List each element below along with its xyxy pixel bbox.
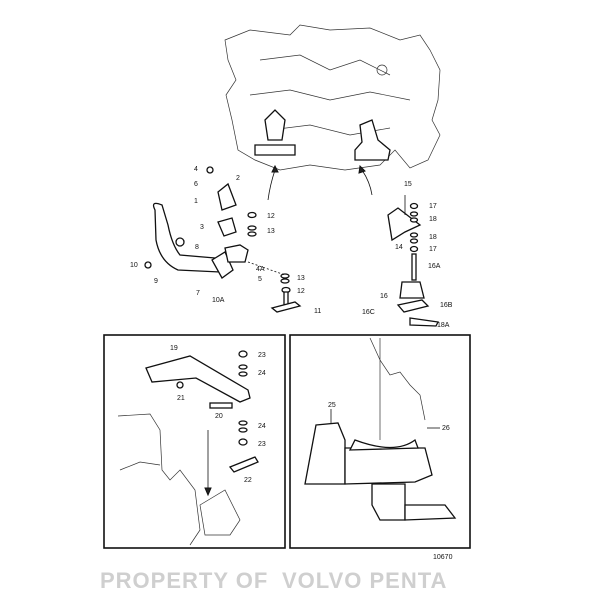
callout-23: 23 bbox=[258, 352, 266, 359]
callout-5: 5 bbox=[258, 276, 262, 283]
callout-16b: 16B bbox=[440, 302, 453, 309]
callout-2: 2 bbox=[236, 175, 240, 182]
callout-24b: 24 bbox=[258, 423, 266, 430]
callout-1: 1 bbox=[194, 198, 198, 205]
callout-9: 9 bbox=[154, 278, 158, 285]
callout-23b: 23 bbox=[258, 441, 266, 448]
callout-6: 6 bbox=[194, 181, 198, 188]
arrow-left-mount bbox=[267, 169, 276, 201]
callout-13b: 13 bbox=[297, 275, 305, 282]
callout-17: 17 bbox=[429, 203, 437, 210]
callout-16a: 16A bbox=[428, 263, 441, 270]
callout-10: 10 bbox=[130, 262, 138, 269]
callout-16: 16 bbox=[380, 293, 388, 300]
rear-mount-assembly bbox=[387, 195, 439, 327]
inset-frame-right bbox=[289, 334, 471, 549]
callout-17b: 17 bbox=[429, 246, 437, 253]
arrow-right-mount bbox=[361, 169, 373, 196]
callout-20: 20 bbox=[215, 413, 223, 420]
watermark-line1: PROPERTY OF bbox=[100, 568, 268, 593]
front-mount-assembly bbox=[144, 166, 302, 313]
inset-left-bracket: 19 23 24 21 20 24 23 22 bbox=[117, 345, 266, 546]
callout-3: 3 bbox=[200, 224, 204, 231]
callout-14: 14 bbox=[395, 244, 403, 251]
callout-18a: 18A bbox=[437, 322, 450, 329]
callouts-front-mount: 4 6 2 1 3 12 13 8 10 9 7 10A 4A 5 13 12 … bbox=[130, 166, 321, 315]
figure-number: 10670 bbox=[433, 554, 453, 561]
callout-4: 4 bbox=[194, 166, 198, 173]
inset-right-drive: 25 26 bbox=[304, 337, 457, 521]
callout-18b: 18 bbox=[429, 234, 437, 241]
callout-12: 12 bbox=[267, 213, 275, 220]
callout-12b: 12 bbox=[297, 288, 305, 295]
callout-7: 7 bbox=[196, 290, 200, 297]
callout-13: 13 bbox=[267, 228, 275, 235]
arrowhead-left bbox=[271, 164, 279, 173]
callouts-rear-mount: 15 17 18 18 17 14 16A 16 16B 16C 18A bbox=[362, 181, 453, 329]
callout-21: 21 bbox=[177, 395, 185, 402]
callout-18: 18 bbox=[429, 216, 437, 223]
callout-25: 25 bbox=[328, 402, 336, 409]
callout-8: 8 bbox=[195, 244, 199, 251]
arrowhead-right bbox=[358, 164, 366, 174]
callout-24: 24 bbox=[258, 370, 266, 377]
callout-11: 11 bbox=[314, 308, 321, 315]
callout-26: 26 bbox=[442, 425, 450, 432]
callout-19: 19 bbox=[170, 345, 178, 352]
inset-frame-left bbox=[103, 334, 286, 549]
callout-16c: 16C bbox=[362, 309, 375, 316]
engine-outline bbox=[224, 24, 441, 171]
callout-15: 15 bbox=[404, 181, 412, 188]
callout-22: 22 bbox=[244, 477, 252, 484]
watermark-line2: VOLVO PENTA bbox=[282, 568, 447, 593]
callout-4a: 4A bbox=[256, 266, 265, 273]
callout-10a: 10A bbox=[212, 297, 225, 304]
